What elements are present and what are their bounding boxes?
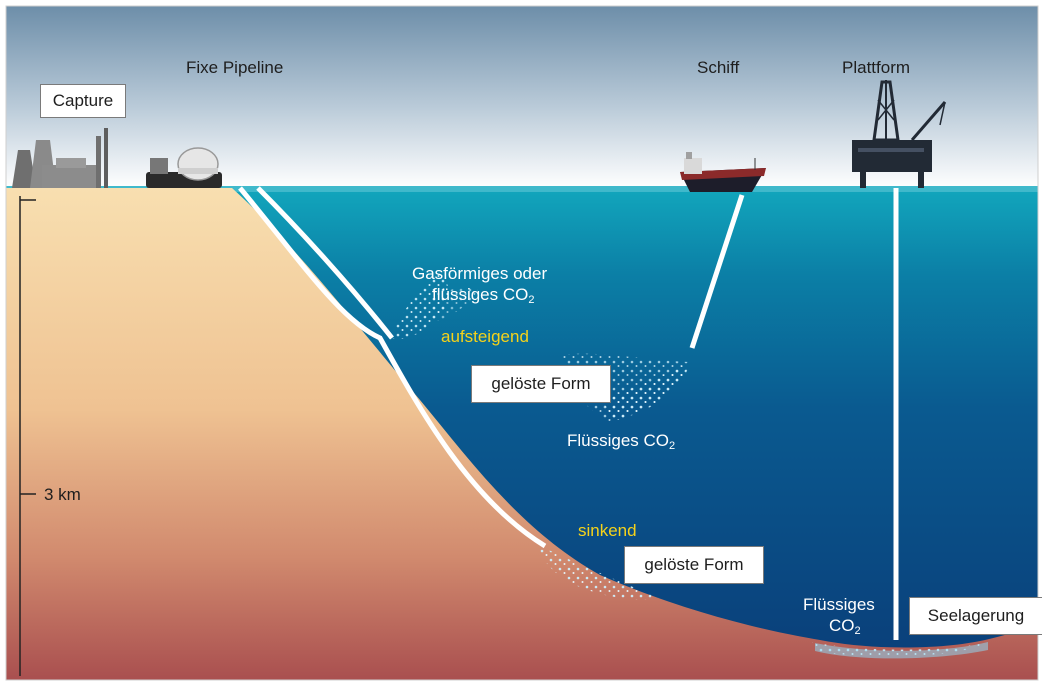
storage-facility [146, 147, 222, 188]
oil-platform [852, 80, 947, 188]
capture-label: Capture [40, 84, 126, 118]
frame [5, 5, 1039, 681]
liquid-co2-text: Flüssiges CO [567, 431, 670, 450]
rising-label: aufsteigend [441, 327, 529, 346]
pipeline-lower [238, 186, 547, 549]
rising-plume-2 [430, 286, 478, 322]
pipeline-upper [256, 186, 394, 340]
fixed-pipeline-label: Fixe Pipeline [186, 58, 284, 77]
liquid-co2-label: Flüssiges CO2 [567, 431, 676, 452]
gas-liquid-label-line2: flüssiges CO2 [432, 285, 535, 306]
power-plant [12, 128, 108, 188]
liquid-co2-bottom-subscript: 2 [854, 625, 861, 637]
liquid-co2-bottom-text: CO [829, 616, 855, 635]
platform-label: Plattform [842, 58, 911, 77]
gas-liquid-label-line1: Gasförmiges oder [412, 264, 548, 283]
ship-pipe [689, 194, 745, 349]
seabed-ground [6, 188, 1038, 680]
depth-3km-label: 3 km [44, 485, 81, 504]
gas-liquid-subscript: 2 [528, 294, 535, 306]
liquid-co2-subscript: 2 [669, 440, 676, 452]
dissolved-form-box-1: gelöste Form [471, 365, 611, 403]
rising-plume [392, 272, 449, 339]
ship-label: Schiff [697, 58, 740, 77]
liquid-co2-bottom-line1: Flüssiges [803, 595, 875, 614]
sinking-label: sinkend [578, 521, 637, 540]
ship-plume-dense [600, 362, 690, 420]
co2-lake-base [815, 642, 988, 659]
sea-surface [6, 186, 1038, 192]
ship [680, 152, 766, 192]
sea-storage-box: Seelagerung [909, 597, 1042, 635]
liquid-co2-bottom-line2: CO2 [829, 616, 861, 637]
dissolved-form-box-2: gelöste Form [624, 546, 764, 584]
gas-liquid-text: flüssiges CO [432, 285, 529, 304]
sinking-plume [540, 546, 660, 600]
